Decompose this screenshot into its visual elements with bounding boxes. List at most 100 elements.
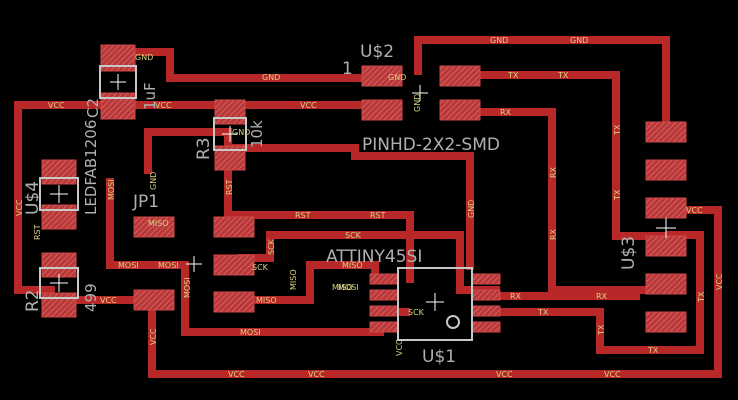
net-label: GND [262, 73, 280, 82]
trace-vcc-left [14, 101, 118, 294]
trace-tx-u1 [500, 231, 704, 354]
capacitor-c2 [99, 44, 137, 120]
pad [361, 65, 403, 87]
net-label: GND [413, 94, 422, 112]
net-label: VCC [604, 370, 621, 379]
pad [213, 254, 255, 276]
header-jp1 [133, 216, 255, 313]
pad [645, 159, 687, 181]
net-label: MISO [256, 296, 277, 305]
chip-u1 [369, 267, 501, 341]
jp-ref-label: JP1 [132, 192, 159, 212]
pad [645, 197, 687, 219]
cap-value-label: 1uF [141, 82, 159, 110]
net-label: TX [507, 71, 519, 80]
pad [41, 204, 77, 230]
header-u2 [361, 65, 481, 121]
silkscreen-outline [213, 117, 247, 151]
net-label: GND [467, 200, 476, 218]
led-u4 [39, 159, 79, 230]
cap-ref-label: C2 [84, 98, 102, 118]
pad [100, 44, 136, 72]
net-label: VCC [686, 206, 703, 215]
pad [471, 321, 501, 333]
trace-gnd-top [414, 36, 670, 128]
pad [213, 291, 255, 313]
net-label: RST [33, 224, 42, 240]
net-label: MOSI [338, 283, 359, 292]
net-label: MOSI [158, 261, 179, 270]
net-label: RST [225, 179, 234, 195]
u2-ref-label: U$2 [360, 42, 394, 62]
net-label: MOSI [118, 261, 139, 270]
pad [645, 235, 687, 257]
net-label: MISO [332, 283, 353, 292]
pad [213, 216, 255, 238]
net-label: VCC [395, 339, 404, 356]
trace-tx [460, 71, 666, 240]
trace-vcc-bottom [148, 206, 722, 378]
pad [41, 292, 77, 318]
pad [439, 99, 481, 121]
net-label: VCC [496, 370, 513, 379]
silkscreen-outline [99, 65, 137, 99]
silkscreen-outline [39, 177, 79, 211]
net-label: RX [549, 166, 558, 178]
net-label: SCK [345, 231, 362, 240]
net-label: MISO [342, 261, 363, 270]
resistor-r3 [213, 99, 247, 171]
r2-ref-label: R2 [23, 289, 43, 312]
pad [361, 99, 403, 121]
net-label: RX [510, 292, 522, 301]
silkscreen-outline [39, 267, 79, 299]
pad [133, 289, 175, 311]
pad [100, 92, 136, 120]
pin1-marker [446, 315, 460, 329]
net-label: SCK [267, 238, 276, 255]
net-label: TX [557, 71, 569, 80]
net-label: GND [232, 128, 250, 137]
pad [369, 273, 399, 285]
trace-sck [238, 231, 500, 294]
trace-miso [238, 261, 379, 304]
net-label: VCC [228, 370, 245, 379]
pad [471, 273, 501, 285]
traces [14, 36, 722, 378]
pad [471, 289, 501, 301]
net-label: VCC [715, 273, 724, 290]
r2-value-label: 499 [82, 283, 100, 312]
resistor-ref-label: R3 [194, 137, 214, 160]
trace-gnd-r3 [144, 128, 474, 270]
net-label: MISO [289, 269, 298, 290]
led-value-label: LEDFAB1206 [82, 120, 100, 215]
pad [369, 305, 399, 317]
net-label: SCK [252, 263, 269, 272]
net-label: GND [149, 172, 158, 190]
pad [645, 311, 687, 333]
net-label: GND [490, 36, 508, 45]
u1-ref-label: U$1 [422, 347, 456, 367]
net-label: TX [537, 308, 549, 317]
net-label: VCC [100, 296, 117, 305]
trace-gnd-cap [118, 48, 375, 82]
net-label: TX [597, 324, 606, 336]
net-label: MOSI [240, 328, 261, 337]
resistor-r2 [39, 252, 79, 318]
net-label: VCC [15, 199, 24, 216]
pad [439, 65, 481, 87]
u1-value-label: ATTINY45SI [326, 247, 422, 267]
net-label: MISO [148, 219, 169, 228]
net-label: VCC [300, 101, 317, 110]
net-label: VCC [149, 328, 158, 345]
net-label: TX [613, 124, 622, 136]
net-label: VCC [308, 370, 325, 379]
header-u3 [645, 121, 687, 333]
net-label: VCC [48, 101, 65, 110]
pad [41, 252, 77, 278]
pad [133, 216, 175, 238]
resistor-value-label: 10k [248, 120, 266, 148]
trace-rx [460, 108, 666, 294]
pad [369, 321, 399, 333]
net-label: RX [549, 228, 558, 240]
